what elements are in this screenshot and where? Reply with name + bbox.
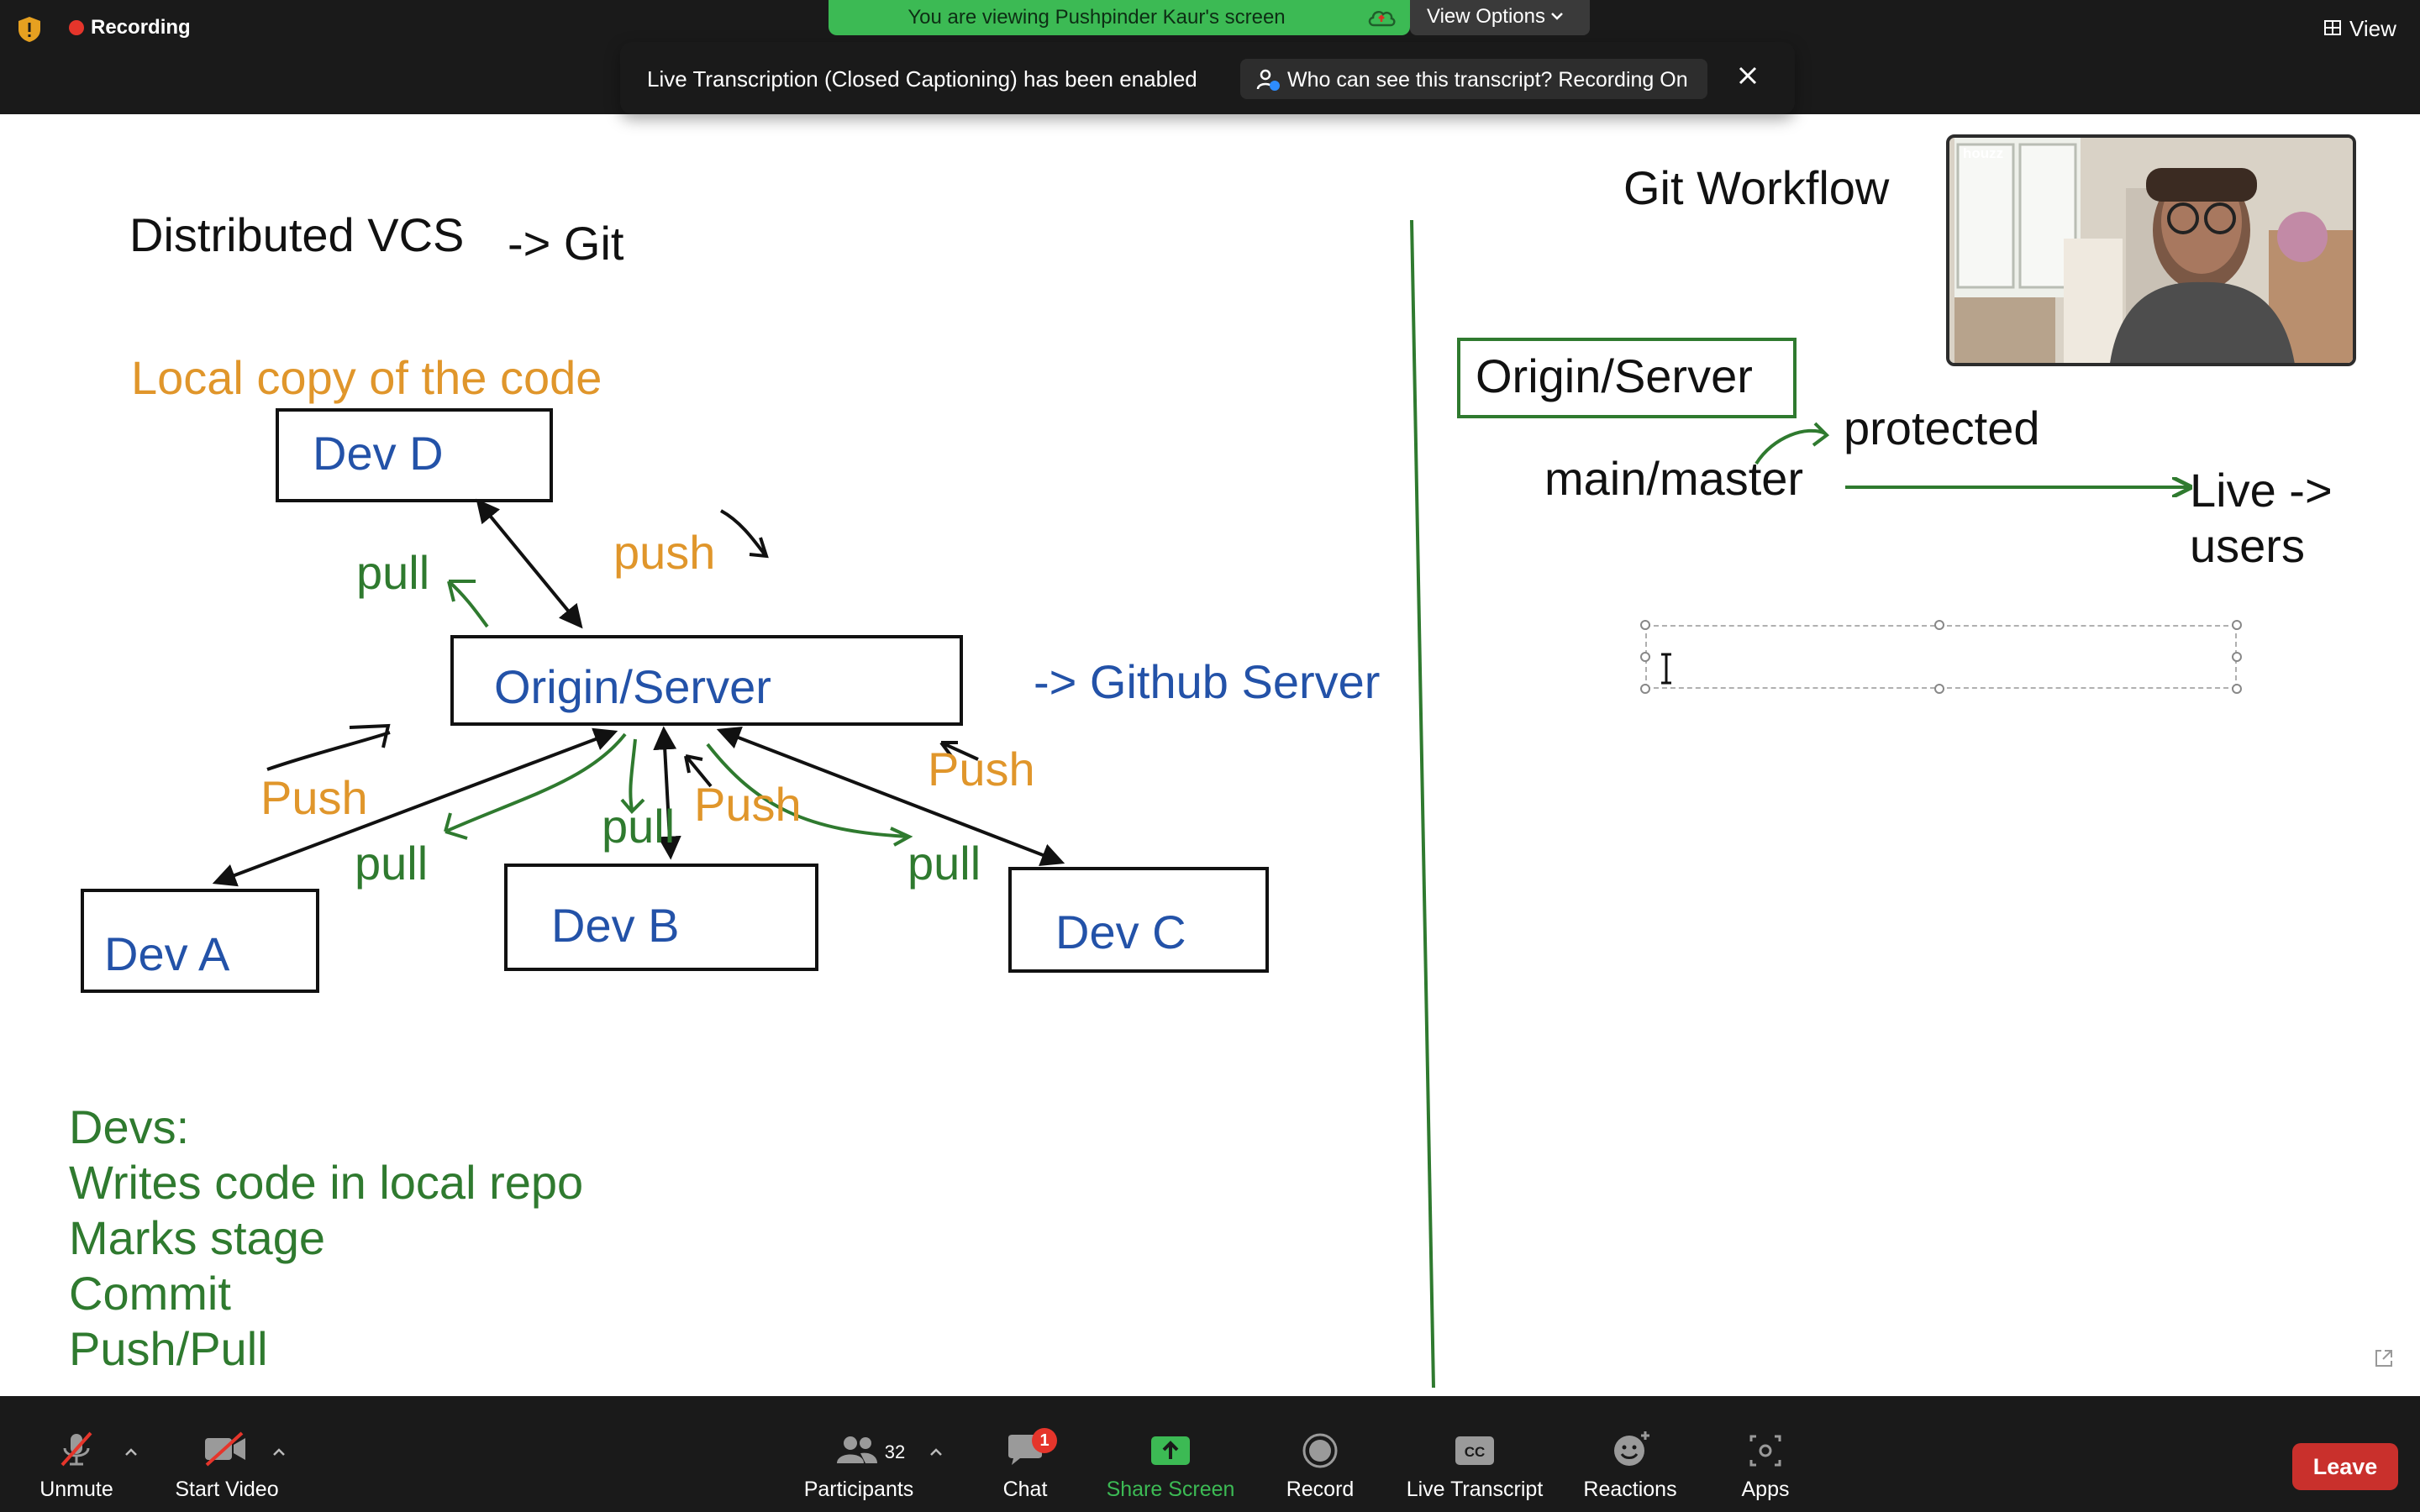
chat-unread-badge: 1 <box>1032 1428 1057 1453</box>
dev-c-box <box>1008 867 1269 973</box>
svg-text:CC: CC <box>1465 1444 1486 1460</box>
reactions-label[interactable]: Reactions <box>1583 1478 1677 1501</box>
transcription-message: Live Transcription (Closed Captioning) h… <box>647 66 1197 92</box>
video-muted-icon[interactable] <box>202 1431 249 1467</box>
cloud-icon <box>1368 10 1396 27</box>
devs-step: Writes code in local repo <box>69 1156 584 1209</box>
resize-handle[interactable] <box>2232 652 2242 662</box>
push-label-a: Push <box>260 771 368 824</box>
who-can-see-button[interactable] <box>1240 59 1707 99</box>
dev-a-box <box>81 889 319 993</box>
origin-server-label: Origin/Server <box>494 660 771 713</box>
push-label-c: Push <box>928 743 1035 795</box>
close-icon[interactable] <box>1736 64 1760 87</box>
dev-a-label: Dev A <box>104 927 230 980</box>
grid-icon <box>2324 20 2341 35</box>
participants-label[interactable]: Participants <box>803 1478 914 1501</box>
caret-up-icon[interactable] <box>123 1446 139 1458</box>
text-cursor-icon <box>1661 653 1671 685</box>
resize-handle[interactable] <box>1640 684 1650 694</box>
cc-icon[interactable]: CC <box>1454 1435 1496 1467</box>
devs-step: Commit <box>69 1267 231 1320</box>
houzz-logo-text: houzz <box>1963 145 2004 161</box>
origin-server-label-right: Origin/Server <box>1476 349 1753 402</box>
main-master-label: main/master <box>1544 452 1804 505</box>
github-server-label: -> Github Server <box>1034 655 1381 708</box>
git-workflow-title: Git Workflow <box>1623 161 1890 214</box>
devs-step: Marks stage <box>69 1211 325 1264</box>
recording-dot-icon <box>69 20 84 35</box>
who-can-see-label: Who can see this transcript? Recording O… <box>1287 68 1688 92</box>
resize-handle[interactable] <box>1640 652 1650 662</box>
dev-d-label: Dev D <box>313 427 444 480</box>
resize-handle[interactable] <box>2232 684 2242 694</box>
git-arrow-label: -> Git <box>508 217 624 270</box>
apps-label[interactable]: Apps <box>1741 1478 1790 1501</box>
unmute-label[interactable]: Unmute <box>39 1478 113 1501</box>
share-screen-label[interactable]: Share Screen <box>1106 1478 1235 1501</box>
origin-server-box-right <box>1457 338 1797 418</box>
chevron-down-icon <box>1551 13 1563 20</box>
record-icon[interactable] <box>1301 1431 1339 1470</box>
pull-label-c: pull <box>908 837 981 890</box>
participant-video-tile[interactable] <box>1946 134 2356 366</box>
dev-d-box <box>276 408 553 502</box>
reactions-icon[interactable] <box>1612 1430 1652 1468</box>
view-button[interactable]: View <box>2349 16 2396 41</box>
leave-button[interactable] <box>2292 1443 2398 1490</box>
devs-step: Push/Pull <box>69 1322 268 1375</box>
origin-server-box <box>450 635 963 726</box>
dev-c-label: Dev C <box>1055 906 1186 958</box>
dev-b-box <box>504 864 818 971</box>
view-options-button[interactable] <box>1410 0 1590 35</box>
live-users-label-line2: users <box>2190 519 2305 572</box>
apps-icon[interactable] <box>1748 1433 1783 1468</box>
leave-label[interactable]: Leave <box>2312 1454 2378 1479</box>
resize-handle[interactable] <box>1640 620 1650 630</box>
record-label[interactable]: Record <box>1286 1478 1355 1501</box>
shield-icon[interactable] <box>17 15 42 44</box>
viewing-banner <box>829 0 1410 35</box>
push-label-b: Push <box>694 778 802 831</box>
resize-handle[interactable] <box>2232 620 2242 630</box>
person-lock-icon <box>1256 69 1280 91</box>
participants-count: 32 <box>884 1441 906 1462</box>
text-box-selection[interactable] <box>1645 625 2237 689</box>
participant-video-feed <box>1949 138 2353 363</box>
resize-handle[interactable] <box>1934 620 1944 630</box>
push-label-top: push <box>613 526 716 579</box>
microphone-muted-icon[interactable] <box>57 1430 96 1468</box>
start-video-label[interactable]: Start Video <box>175 1478 279 1501</box>
pull-label-a: pull <box>355 837 429 890</box>
live-transcript-label[interactable]: Live Transcript <box>1406 1478 1544 1501</box>
caret-up-icon[interactable] <box>271 1446 287 1458</box>
viewing-banner-text: You are viewing Pushpinder Kaur's screen <box>908 6 1286 29</box>
participants-icon[interactable] <box>835 1433 879 1467</box>
pull-label-b: pull <box>602 800 676 853</box>
pull-label-top: pull <box>356 546 430 599</box>
protected-label: protected <box>1844 402 2040 454</box>
local-copy-label: Local copy of the code <box>131 351 602 404</box>
meeting-toolbar <box>0 1396 2420 1512</box>
devs-heading: Devs: <box>69 1100 190 1153</box>
chat-label[interactable]: Chat <box>1002 1478 1048 1501</box>
resize-handle[interactable] <box>1934 684 1944 694</box>
recording-label: Recording <box>91 16 191 39</box>
view-options-label: View Options <box>1427 5 1545 28</box>
live-users-label: Live -> <box>2190 464 2333 517</box>
expand-icon[interactable] <box>2373 1347 2395 1369</box>
share-screen-icon[interactable] <box>1150 1435 1192 1467</box>
distributed-vcs-title: Distributed VCS <box>129 208 465 261</box>
caret-up-icon[interactable] <box>928 1446 944 1458</box>
dev-b-label: Dev B <box>551 899 680 952</box>
